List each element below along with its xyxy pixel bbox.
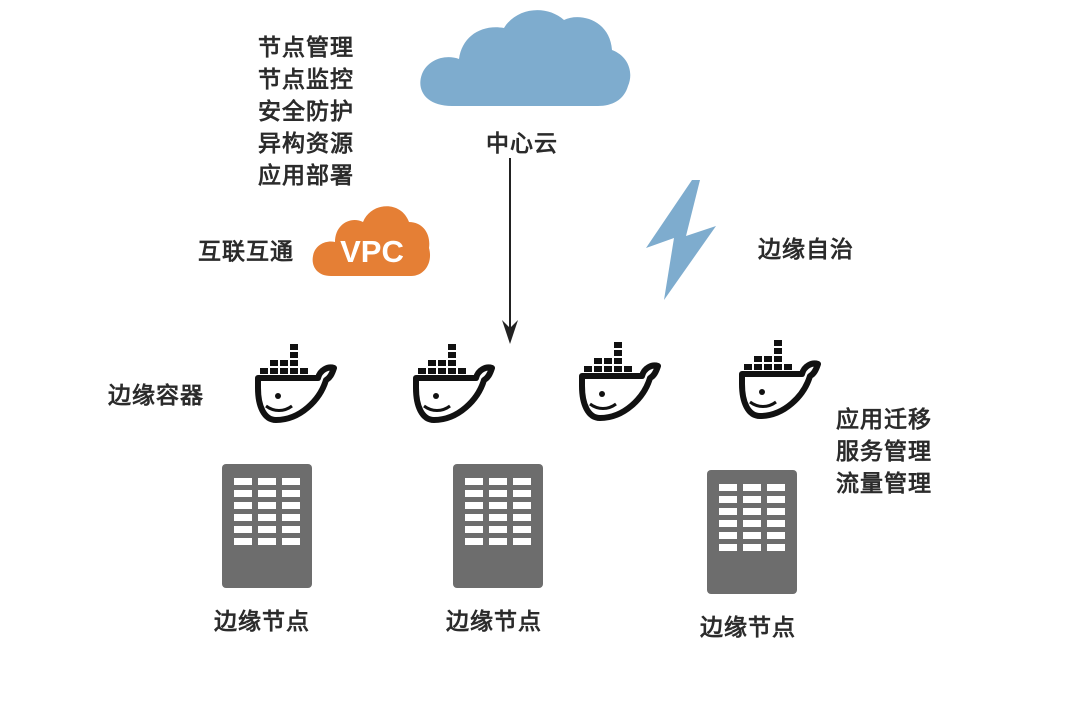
edge-node-label: 边缘节点 (446, 609, 542, 635)
container-whale-icon (413, 344, 495, 423)
vpc-label: VPC (340, 234, 404, 269)
container-whale-icon (579, 342, 661, 421)
feature-service-management: 服务管理 (836, 439, 932, 465)
edge-node-label: 边缘节点 (214, 609, 310, 635)
edge-autonomy-label: 边缘自治 (758, 237, 854, 263)
central-cloud-icon (420, 10, 631, 107)
feature-node-monitoring: 节点监控 (258, 67, 354, 93)
app-feature-list: 应用迁移 服务管理 流量管理 (836, 404, 932, 500)
edge-node-label: 边缘节点 (700, 615, 796, 641)
central-cloud-label: 中心云 (486, 131, 558, 157)
vpc-caption: 互联互通 (198, 239, 294, 265)
server-icon (453, 464, 543, 588)
feature-traffic-management: 流量管理 (836, 471, 932, 497)
feature-security: 安全防护 (258, 99, 354, 125)
downward-arrow (502, 158, 518, 344)
edge-container-label: 边缘容器 (108, 383, 204, 409)
feature-node-management: 节点管理 (258, 35, 354, 61)
server-icon (707, 470, 797, 594)
container-whale-icon (255, 344, 337, 423)
feature-app-deployment: 应用部署 (258, 163, 354, 189)
central-cloud-feature-list: 节点管理 节点监控 安全防护 异构资源 应用部署 (258, 32, 354, 192)
container-whale-icon (739, 340, 821, 419)
feature-app-migration: 应用迁移 (836, 407, 932, 433)
feature-heterogeneous-resources: 异构资源 (258, 131, 354, 157)
lightning-bolt-icon (646, 180, 716, 300)
vpc-cloud-icon: VPC (312, 206, 431, 276)
server-icon (222, 464, 312, 588)
